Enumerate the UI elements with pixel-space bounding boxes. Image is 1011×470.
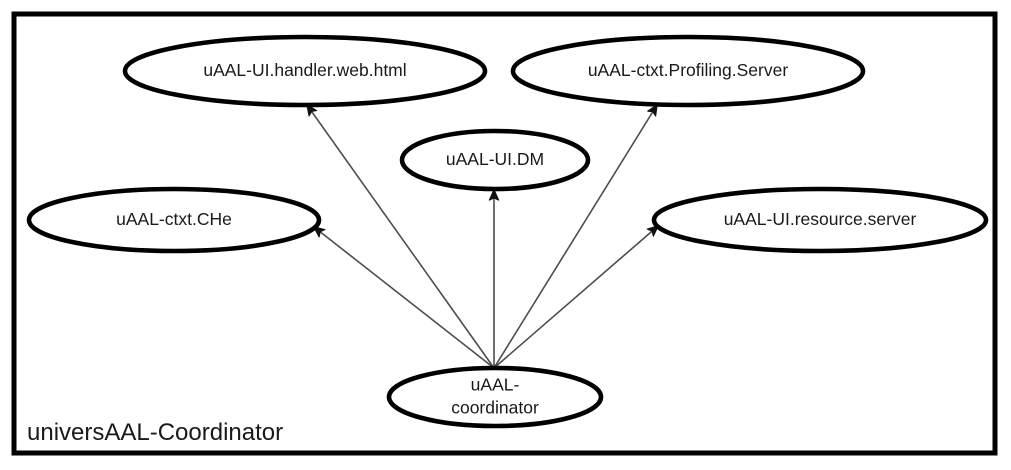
node-ellipse	[510, 34, 866, 108]
node-ellipse	[399, 128, 591, 192]
component-nodes: uAAL-UI.handler.web.html uAAL-ctxt.Profil…	[26, 34, 989, 429]
node-label: uAAL-coordinator	[451, 374, 539, 417]
node-ellipse	[122, 34, 488, 108]
node-label: uAAL-ctxt.Profiling.Server	[588, 60, 789, 80]
node-ellipse	[651, 186, 989, 254]
dependency-edges	[307, 105, 658, 369]
node-label-line: uAAL-UI.resource.server	[724, 209, 917, 229]
node-label-line: uAAL-UI.handler.web.html	[203, 60, 406, 80]
node-ellipse	[386, 365, 604, 429]
node-label-line: uAAL-ctxt.CHe	[116, 209, 232, 229]
node-label-line: uAAL-	[471, 374, 520, 394]
component-node-handler-web-html[interactable]: uAAL-UI.handler.web.html	[122, 34, 488, 108]
component-node-ui-resource-server[interactable]: uAAL-UI.resource.server	[651, 186, 989, 254]
dependency-arrow	[493, 105, 657, 369]
node-label-line: coordinator	[451, 397, 539, 417]
component-node-ui-dm[interactable]: uAAL-UI.DM	[399, 128, 591, 192]
node-label: uAAL-UI.handler.web.html	[203, 60, 406, 80]
node-label-line: uAAL-UI.DM	[446, 149, 544, 169]
dependency-arrow	[307, 105, 495, 369]
dependency-arrow	[314, 227, 495, 369]
node-label-line: uAAL-ctxt.Profiling.Server	[588, 60, 789, 80]
component-node-ctxt-profiling-server[interactable]: uAAL-ctxt.Profiling.Server	[510, 34, 866, 108]
component-node-ctxt-che[interactable]: uAAL-ctxt.CHe	[26, 186, 322, 254]
node-label: uAAL-ctxt.CHe	[116, 209, 232, 229]
dependency-arrow	[493, 226, 658, 369]
node-label: uAAL-UI.resource.server	[724, 209, 917, 229]
component-node-coordinator[interactable]: uAAL-coordinator	[386, 365, 604, 429]
node-label: uAAL-UI.DM	[446, 149, 544, 169]
node-ellipse	[26, 186, 322, 254]
container-label: universAAL-Coordinator	[27, 419, 283, 446]
